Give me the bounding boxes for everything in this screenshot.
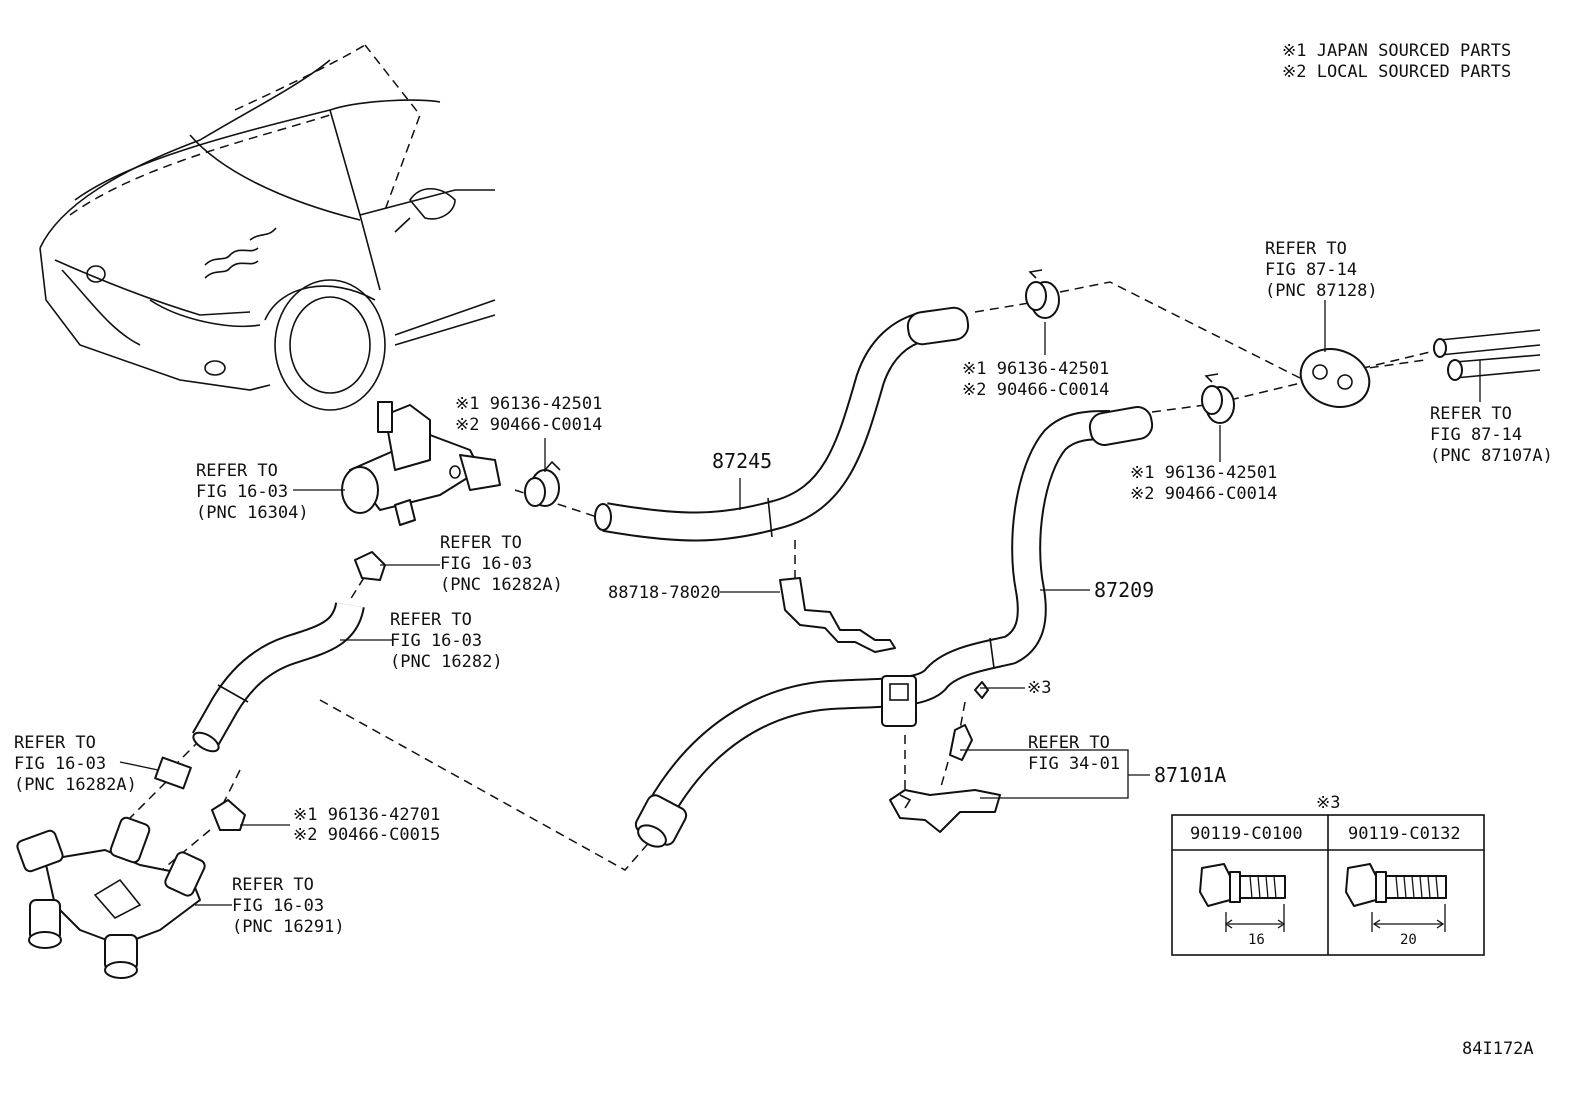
legend-japan-sourced: ※1 JAPAN SOURCED PARTS [1282,41,1511,61]
callout-line: ※1 96136-42501 [962,359,1109,379]
bracket-88718 [779,577,896,653]
callout-refer-16282: REFER TO FIG 16-03 (PNC 16282) [390,610,503,672]
callout-refer-16282A-left: REFER TO FIG 16-03 (PNC 16282A) [14,733,137,795]
callout-line: REFER TO [1028,733,1110,753]
bolt-icon: 20 [1345,863,1447,948]
callout-line: REFER TO [390,610,472,630]
bolt-part-number: 90119-C0132 [1348,824,1461,844]
clamp-lower-16282A [154,551,386,790]
callout-line: (PNC 16304) [196,503,309,523]
callout-line: REFER TO [14,733,96,753]
bolt-table: ※3 90119-C0100 90119-C0132 16 20 [1171,793,1485,956]
hose-87209 [634,406,1154,848]
part-number: 87245 [712,449,772,473]
part-label-88718: 88718-78020 [608,583,721,603]
part-number: 87101A [1154,763,1226,787]
callout-line: (PNC 16291) [232,917,345,937]
callout-refer-87128: REFER TO FIG 87-14 (PNC 87128) [1265,239,1378,301]
hose-16282 [191,601,365,753]
legend: ※1 JAPAN SOURCED PARTS ※2 LOCAL SOURCED … [1282,41,1511,82]
callout-line: REFER TO [440,533,522,553]
callout-line: ※1 96136-42501 [455,394,602,414]
callout-line: (PNC 16282A) [14,775,137,795]
hose-clip-87101A [881,675,1001,833]
part-number: ※3 [1027,678,1051,698]
callout-line: ※1 96136-42501 [1130,463,1277,483]
callout-clamp-d: ※1 96136-42701 ※2 90466-C0015 [293,805,440,845]
part-number: 87209 [1094,578,1154,602]
bolt-part-number: 90119-C0100 [1190,824,1303,844]
clamp-upper-right-1 [1025,269,1060,319]
callout-line: ※2 90466-C0015 [293,825,440,845]
bolt-length: 16 [1248,932,1265,948]
callout-line: REFER TO [196,461,278,481]
part-label-bolt-ref: ※3 [1027,678,1051,698]
valve-16291 [16,816,206,979]
callout-line: (PNC 87128) [1265,281,1378,301]
callout-line: FIG 16-03 [390,631,482,651]
callout-clamp-a: ※1 96136-42501 ※2 90466-C0014 [455,394,602,435]
callout-line: REFER TO [1430,404,1512,424]
callout-clamp-c: ※1 96136-42501 ※2 90466-C0014 [1130,463,1277,504]
callout-refer-16282A-top: REFER TO FIG 16-03 (PNC 16282A) [440,533,563,595]
callout-clamp-b: ※1 96136-42501 ※2 90466-C0014 [962,359,1109,400]
part-label-87245: 87245 [712,449,772,473]
callout-line: FIG 16-03 [440,554,532,574]
callout-line: (PNC 16282) [390,652,503,672]
callout-refer-87107A: REFER TO FIG 87-14 (PNC 87107A) [1430,404,1553,466]
vehicle-illustration [39,44,496,411]
callout-refer-16304: REFER TO FIG 16-03 (PNC 16304) [196,461,309,523]
water-outlet-16304 [341,401,501,526]
grommet-87128 [1299,348,1371,408]
clamp-upper-left [524,460,561,507]
clamp-lower-96136-42701 [211,799,246,831]
callout-line: ※2 90466-C0014 [1130,484,1277,504]
callout-line: FIG 16-03 [232,896,324,916]
bolt-table-header: ※3 [1316,793,1340,813]
callout-line: (PNC 87107A) [1430,446,1553,466]
callout-line: ※2 90466-C0014 [962,380,1109,400]
callout-line: ※1 96136-42701 [293,805,440,825]
bolt-icon: 16 [1199,863,1286,948]
callout-refer-3401: REFER TO FIG 34-01 [1028,733,1120,774]
routing-lines [127,281,1431,881]
leader-lines [119,300,1481,906]
callout-line: FIG 16-03 [14,754,106,774]
callout-refer-16291: REFER TO FIG 16-03 (PNC 16291) [232,875,345,937]
callout-line: FIG 87-14 [1265,260,1357,280]
clamp-upper-right-2 [1201,373,1235,424]
callout-line: ※2 90466-C0014 [455,415,602,435]
callout-line: FIG 16-03 [196,482,288,502]
legend-local-sourced: ※2 LOCAL SOURCED PARTS [1282,62,1511,82]
callout-line: FIG 87-14 [1430,425,1522,445]
part-label-87209: 87209 [1094,578,1154,602]
figure-id: 84I172A [1462,1039,1534,1059]
callout-line: (PNC 16282A) [440,575,563,595]
bolt-length: 20 [1400,932,1417,948]
part-number: 88718-78020 [608,583,721,603]
callout-line: REFER TO [232,875,314,895]
pipes-87107A [1433,329,1541,381]
callout-line: FIG 34-01 [1028,754,1120,774]
hose-87245 [594,306,970,542]
part-label-87101A: 87101A [1154,763,1226,787]
callout-line: REFER TO [1265,239,1347,259]
